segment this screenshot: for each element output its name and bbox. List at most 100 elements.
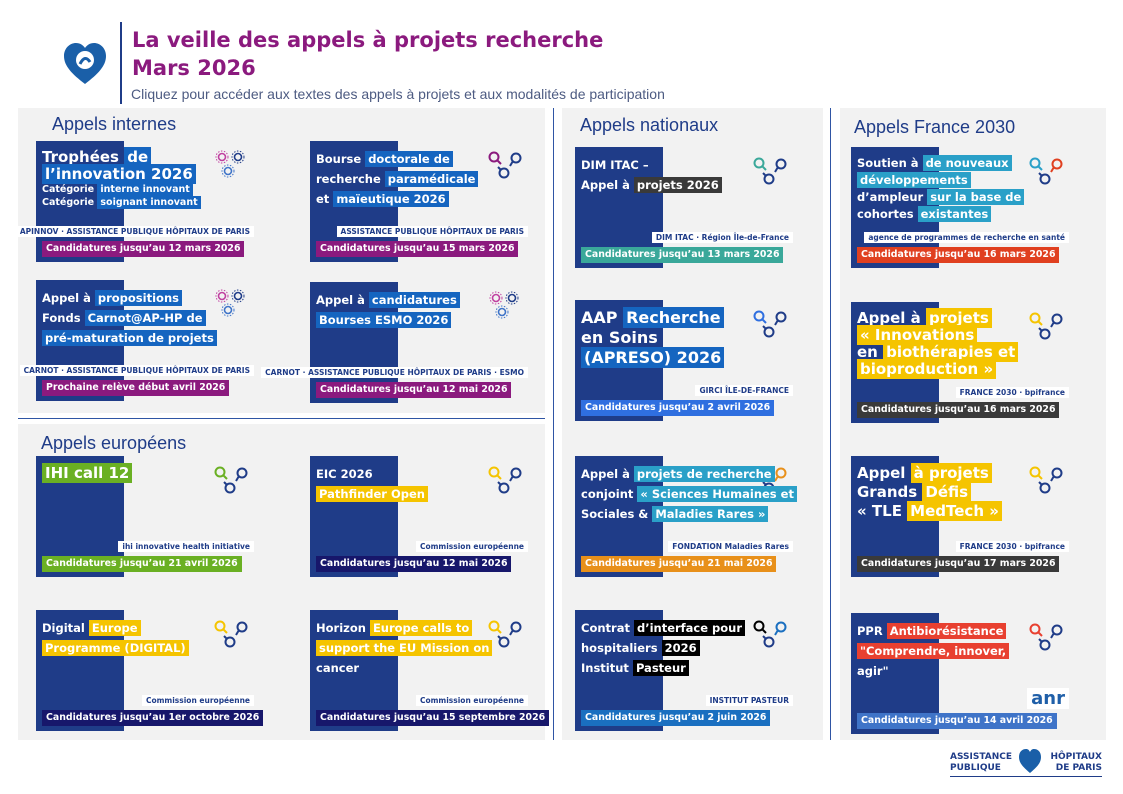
highlighted-text: Bourses ESMO 2026	[316, 312, 452, 328]
highlighted-text: projets	[925, 308, 992, 328]
divider	[18, 418, 545, 419]
magnifier-icon	[1027, 464, 1067, 496]
magnifier-icon	[751, 155, 791, 187]
title-text: et	[316, 192, 334, 206]
page-instructions: Cliquez pour accéder aux textes des appe…	[131, 86, 665, 102]
section-title-nationaux: Appels nationaux	[580, 115, 719, 135]
title-text: recherche	[316, 172, 385, 186]
deadline-badge: Candidatures jusqu’au 21 mai 2026	[581, 556, 777, 572]
magnifier-icon	[1027, 310, 1067, 342]
card-title-line: (APRESO) 2026	[581, 347, 725, 368]
highlighted-text: Défis	[922, 482, 972, 502]
highlighted-text: paramédicale	[384, 171, 479, 187]
highlighted-text: Carnot@AP-HP de	[84, 310, 206, 326]
deadline-badge: Candidatures jusqu’au 12 mars 2026	[42, 241, 245, 257]
partner-logo: anr	[1027, 688, 1069, 709]
deadline-badge: Candidatures jusqu’au 16 mars 2026	[857, 247, 1060, 263]
title-text: Soutien à	[857, 156, 923, 170]
virus-icon	[212, 149, 252, 181]
highlighted-text: Antibiorésistance	[886, 623, 1007, 639]
title-text: Fonds	[42, 311, 85, 325]
title-text: en	[857, 343, 884, 361]
highlighted-text: pré-maturation de projets	[42, 330, 217, 346]
deadline-badge: Candidatures jusqu’au 21 avril 2026	[42, 556, 242, 572]
header-divider	[120, 22, 122, 104]
footer-logo-right: HÔPITAUX DE PARIS	[1050, 752, 1102, 773]
card-title-line: cohortes existantes	[857, 206, 1024, 223]
deadline-badge: Candidatures jusqu’au 16 mars 2026	[857, 402, 1060, 418]
deadline-badge: Candidatures jusqu’au 2 juin 2026	[581, 710, 771, 726]
title-text: Appel à	[581, 467, 634, 481]
card-title-line: conjoint « Sciences Humaines et	[581, 484, 797, 504]
title-text: Catégorie	[42, 197, 98, 208]
highlighted-text: « Innovations	[857, 325, 978, 345]
highlighted-text: l’innovation 2026	[42, 164, 196, 184]
partner-logo: Commission européenne	[141, 695, 254, 706]
page-title: La veille des appels à projets recherche…	[132, 26, 603, 82]
highlighted-text: développements	[857, 172, 971, 188]
highlighted-text: maïeutique 2026	[333, 191, 449, 207]
title-text: Appel à	[581, 178, 634, 192]
card-title-line: Catégorie soignant innovant	[42, 196, 201, 209]
heart-icon	[1019, 749, 1041, 773]
title-text: Appel	[857, 464, 911, 482]
call-card-france2030-4[interactable]: PPR Antibiorésistance"Comprendre, innove…	[851, 613, 1073, 734]
virus-icon	[212, 288, 252, 320]
card-title-line: en Soins	[581, 328, 724, 348]
highlighted-text: interne innovant	[97, 183, 193, 196]
section-title-internes: Appels internes	[52, 114, 177, 134]
divider	[830, 108, 831, 740]
highlighted-text: Recherche	[623, 307, 724, 328]
card-title: PPR Antibiorésistance"Comprendre, innove…	[857, 621, 1010, 681]
virus-icon	[486, 290, 526, 322]
card-title-line: Trophées de	[42, 147, 201, 167]
card-title-line: cancer	[316, 658, 492, 678]
card-title-line: « Innovations	[857, 325, 1018, 345]
highlighted-text: 2026	[661, 640, 700, 656]
title-text: PPR	[857, 624, 887, 638]
magnifier-icon	[751, 308, 791, 340]
call-card-france2030-2[interactable]: Appel à projets« Innovations en biothéra…	[851, 302, 1073, 423]
card-title-line: AAP Recherche	[581, 307, 724, 328]
card-title-line: pré-maturation de projets	[42, 328, 217, 348]
title-text: EIC 2026	[316, 467, 373, 481]
card-title-line: support the EU Mission on	[316, 638, 493, 658]
deadline-badge: Candidatures jusqu’au 12 mai 2026	[316, 382, 512, 398]
highlighted-text: Maladies Rares »	[652, 506, 769, 522]
highlighted-text: candidatures	[368, 292, 460, 308]
card-title-line: Contrat d’interface pour	[581, 618, 746, 638]
card-title-line: Digital Europe	[42, 618, 189, 638]
card-title-line: Appel à candidatures	[316, 290, 460, 310]
partner-logo: ASSISTANCE PUBLIQUE HÔPITAUX DE PARIS	[336, 226, 528, 237]
card-title-line: IHI call 12	[42, 463, 133, 483]
divider	[553, 108, 554, 740]
magnifier-icon	[1027, 621, 1067, 653]
partner-logo: FONDATION Maladies Rares	[668, 541, 793, 552]
highlighted-text: MedTech »	[907, 501, 1002, 521]
title-line: La veille des appels à projets recherche	[132, 28, 604, 52]
highlighted-text: Programme (DIGITAL)	[42, 640, 189, 656]
title-text: « TLE	[857, 502, 908, 520]
deadline-badge: Candidatures jusqu’au 15 septembre 2026	[316, 710, 550, 726]
